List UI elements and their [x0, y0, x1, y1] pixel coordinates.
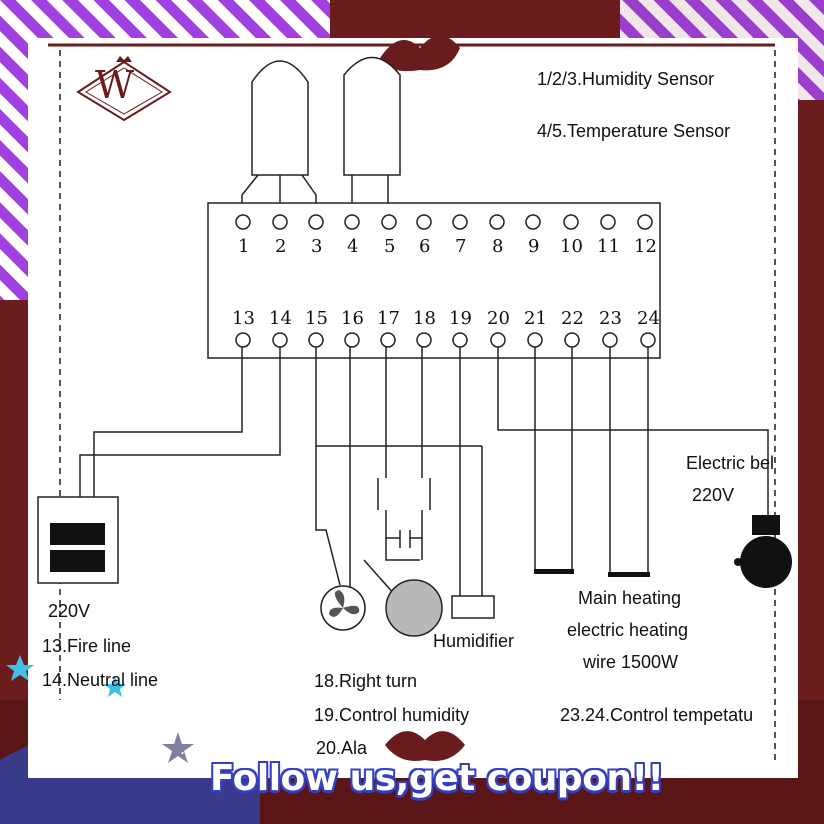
control-temperature-label: 23.24.Control tempetatu: [560, 705, 754, 725]
terminal-row: [235, 214, 656, 348]
terminal-5: [381, 214, 397, 230]
ornament-top: [380, 35, 460, 72]
terminal-9: [525, 214, 541, 230]
terminal-number: 5: [384, 236, 396, 257]
humidifier-box: [451, 595, 495, 619]
brand-logo: [76, 56, 172, 122]
terminal-number: 17: [377, 308, 400, 329]
terminal-number: 24: [637, 308, 660, 329]
terminal-number: 8: [492, 236, 504, 257]
terminal-23: [602, 332, 618, 348]
terminal-14: [272, 332, 288, 348]
main-heating-label: Main heating: [578, 588, 682, 608]
terminal-3: [308, 214, 324, 230]
terminal-7: [452, 214, 468, 230]
terminal-6: [416, 214, 432, 230]
terminal-number: 16: [341, 308, 364, 329]
humidity-sensor: [241, 60, 317, 205]
decorative-stars: [6, 655, 194, 763]
terminal-19: [452, 332, 468, 348]
wire-power-label: wire 1500W: [583, 652, 679, 672]
alarm-label: 20.Ala: [316, 738, 368, 758]
ornament-bottom: [385, 731, 465, 761]
temperature-sensor-legend: 4/5.Temperature Sensor: [537, 121, 731, 141]
terminal-13: [235, 332, 251, 348]
terminal-24: [640, 332, 656, 348]
wiring: [79, 347, 769, 596]
terminal-11: [600, 214, 616, 230]
terminal-16: [344, 332, 360, 348]
terminal-number: 12: [634, 236, 657, 257]
terminal-4: [344, 214, 360, 230]
electric-bell-voltage-label: 220V: [692, 485, 735, 505]
terminal-number: 23: [599, 308, 622, 329]
partial-label-1: ...lic: [80, 705, 113, 725]
terminal-number: 10: [560, 236, 583, 257]
terminal-number: 14: [269, 308, 292, 329]
terminal-number: 21: [524, 308, 547, 329]
humidity-sensor-legend: 1/2/3.Humidity Sensor: [537, 69, 715, 89]
terminal-number: 18: [413, 308, 436, 329]
fire-line-label: 13.Fire line: [42, 636, 132, 656]
terminal-18: [416, 332, 432, 348]
heater-bar-1: [534, 569, 574, 574]
terminal-number: 15: [305, 308, 328, 329]
terminal-number: 22: [561, 308, 584, 329]
terminal-number: 11: [597, 236, 620, 257]
terminal-8: [489, 214, 505, 230]
terminal-15: [308, 332, 324, 348]
terminal-12: [637, 214, 653, 230]
terminal-number: 19: [449, 308, 472, 329]
terminal-10: [563, 214, 579, 230]
terminal-number: 20: [487, 308, 510, 329]
logo-letter: W: [95, 63, 135, 107]
electric-bell-icon: [734, 515, 792, 588]
terminal-2: [272, 214, 288, 230]
supply-voltage-label: 220V: [48, 601, 91, 621]
terminal-21: [527, 332, 543, 348]
terminal-number: 13: [232, 308, 255, 329]
neutral-line-label: 14.Neutral line: [42, 670, 159, 690]
electric-heating-label: electric heating: [567, 620, 689, 640]
terminal-1: [235, 214, 251, 230]
terminal-number: 2: [275, 236, 287, 257]
power-socket: [37, 496, 119, 584]
terminal-number: 4: [347, 236, 359, 257]
humidifier-label: Humidifier: [433, 631, 515, 651]
turning-motor-icon: [385, 579, 443, 637]
coupon-banner[interactable]: Follow us,get coupon!!: [210, 758, 664, 799]
terminal-20: [490, 332, 506, 348]
heater-bar-2: [608, 572, 650, 577]
control-humidity-label: 19.Control humidity: [314, 705, 470, 725]
temperature-sensor: [343, 56, 401, 205]
terminal-number: 7: [455, 236, 467, 257]
right-turn-label: 18.Right turn: [314, 671, 418, 691]
partial-label-2: ...ture: [180, 738, 227, 758]
electric-bell-label: Electric bel: [686, 453, 775, 473]
terminal-22: [564, 332, 580, 348]
terminal-number: 9: [528, 236, 540, 257]
terminal-number: 6: [419, 236, 431, 257]
terminal-number: 1: [238, 236, 250, 257]
terminal-number: 3: [311, 236, 323, 257]
terminal-17: [380, 332, 396, 348]
fan-icon: [320, 585, 366, 631]
